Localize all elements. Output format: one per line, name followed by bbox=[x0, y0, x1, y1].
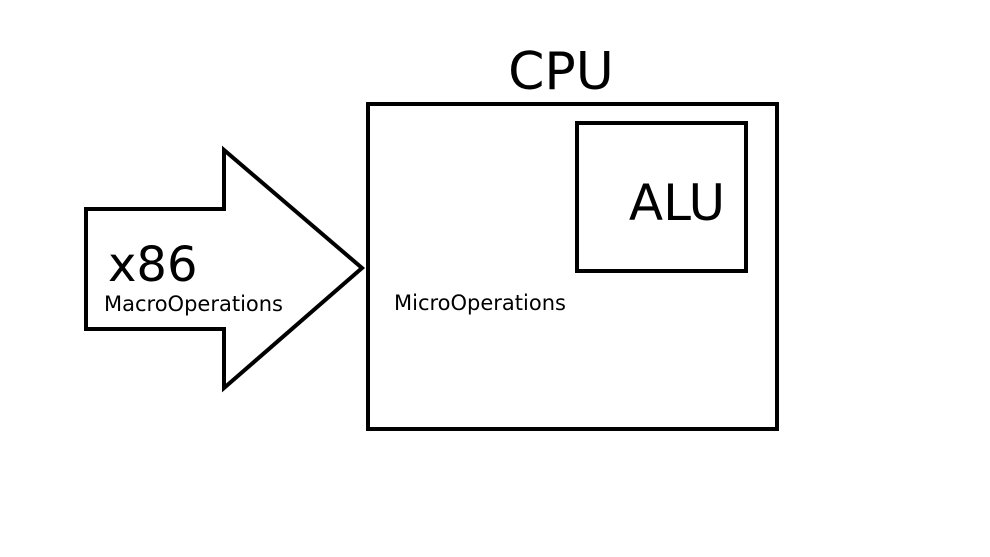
arrow-title: x86 bbox=[108, 237, 197, 293]
cpu-box bbox=[366, 102, 779, 431]
arrow-subtitle: MacroOperations bbox=[104, 292, 283, 316]
alu-box bbox=[575, 121, 748, 273]
cpu-inner-label: MicroOperations bbox=[394, 291, 566, 315]
macro-ops-arrow bbox=[84, 145, 366, 393]
alu-label: ALU bbox=[629, 174, 725, 232]
cpu-label: CPU bbox=[508, 42, 614, 102]
